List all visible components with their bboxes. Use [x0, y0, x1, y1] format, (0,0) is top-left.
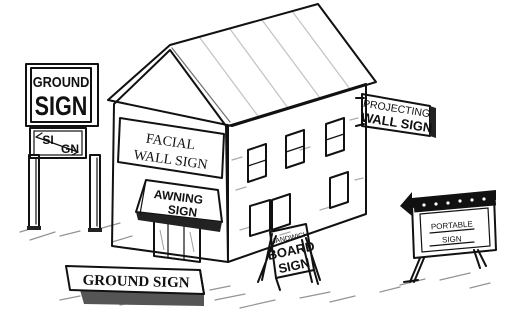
ground-sign-line1: GROUND: [33, 73, 90, 90]
projecting-wall-sign: PROJECTING WALL SIGN: [356, 94, 436, 138]
ground-pole-sign: GROUND SIGN SI GN: [26, 64, 102, 232]
awning-sign: AWNING SIGN: [136, 180, 222, 232]
ground-sign-panel-line1: SI: [42, 133, 53, 147]
ground-sign-panel-line2: GN: [61, 142, 79, 156]
facial-wall-sign: FACIAL WALL SIGN: [118, 118, 224, 178]
portable-sign: PORTABLE SIGN: [400, 190, 496, 282]
ground-monument-label: GROUND SIGN: [82, 273, 190, 292]
ground-sign-line2: SIGN: [35, 92, 88, 122]
ground-monument-sign: GROUND SIGN: [66, 266, 204, 306]
